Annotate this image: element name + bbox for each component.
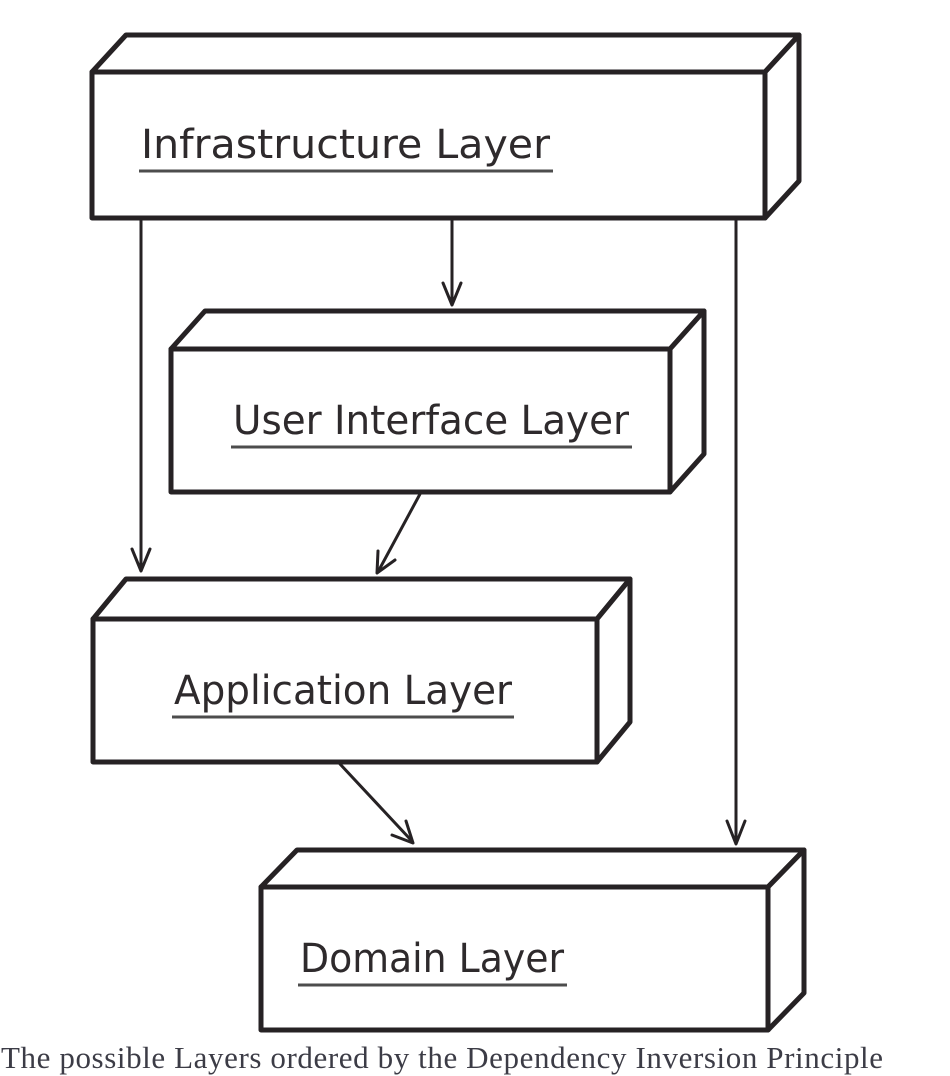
arrowhead-icon bbox=[441, 281, 463, 307]
arrowhead-icon bbox=[130, 547, 152, 573]
arrow-infrastructure-to-application bbox=[130, 218, 152, 573]
arrow-user-interface-to-application bbox=[375, 492, 422, 575]
box-label-application: Application Layer bbox=[174, 668, 513, 714]
arrowhead-icon bbox=[725, 819, 747, 846]
box-top-face bbox=[258, 847, 807, 890]
box-application-layer: Application Layer bbox=[90, 576, 633, 765]
arrowhead-icon bbox=[390, 819, 415, 845]
box-label-infrastructure: Infrastructure Layer bbox=[141, 122, 551, 168]
box-front-face bbox=[168, 346, 673, 495]
box-label-user-interface: User Interface Layer bbox=[233, 398, 630, 444]
arrow-application-to-domain bbox=[338, 762, 415, 845]
box-top-face bbox=[168, 308, 707, 352]
box-domain-layer: Domain Layer bbox=[258, 847, 807, 1033]
figure-caption: The possible Layers ordered by the Depen… bbox=[1, 1040, 884, 1075]
box-label-domain: Domain Layer bbox=[300, 936, 565, 982]
box-top-face bbox=[89, 32, 802, 75]
box-front-face bbox=[89, 69, 768, 221]
arrow-infrastructure-to-domain bbox=[725, 218, 747, 846]
box-front-face bbox=[90, 616, 600, 765]
box-front-face bbox=[258, 884, 771, 1033]
arrowhead-icon bbox=[375, 549, 397, 575]
arrow-infrastructure-to-user-interface bbox=[441, 218, 463, 307]
box-top-face bbox=[90, 576, 633, 622]
box-user-interface-layer: User Interface Layer bbox=[168, 308, 707, 495]
box-infrastructure-layer: Infrastructure Layer bbox=[89, 32, 802, 221]
